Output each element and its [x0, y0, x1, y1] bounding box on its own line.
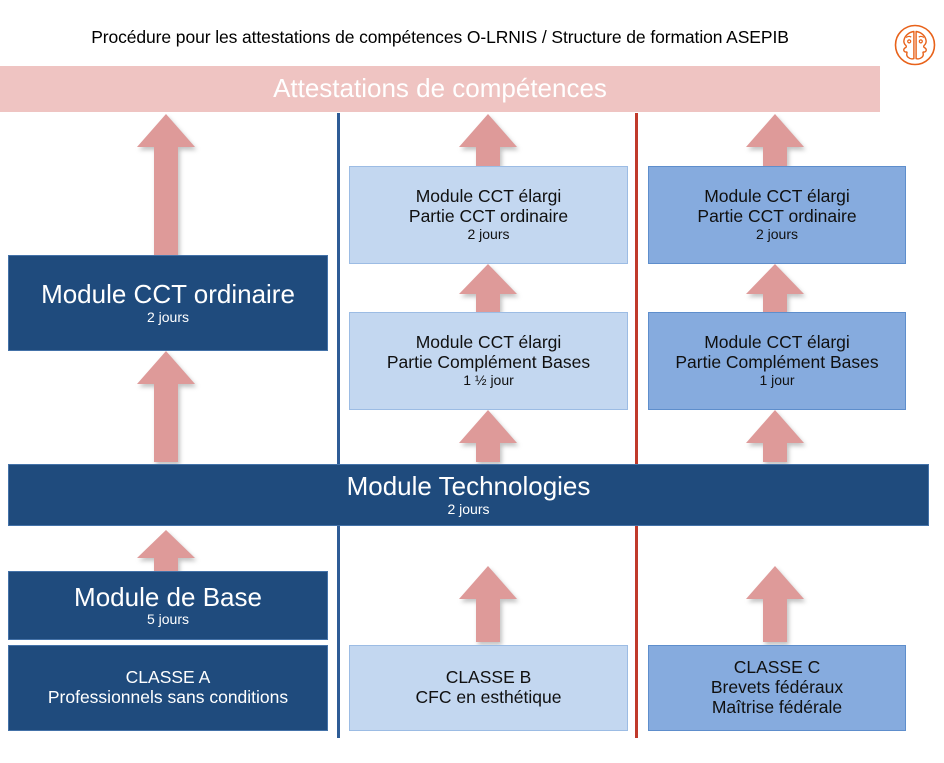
module-line-1: Module CCT élargi: [415, 332, 562, 353]
module-technologies[interactable]: Module Technologies 2 jours: [8, 464, 929, 526]
up-arrow-icon-c-tech-to-bases: [746, 410, 804, 462]
module-line-1: Module CCT élargi: [704, 186, 850, 207]
column-divider-bc: [635, 113, 638, 738]
module-duration: 2 jours: [146, 308, 190, 325]
column-divider-ab: [337, 113, 340, 738]
module-cct-elargi-bases-c[interactable]: Module CCT élargi Partie Complément Base…: [648, 312, 906, 410]
module-duration: 5 jours: [146, 611, 190, 628]
module-title: Module Technologies: [346, 471, 591, 502]
module-title: Module de Base: [74, 581, 262, 612]
up-arrow-icon-c-bases-to-ordinaire: [746, 264, 804, 312]
up-arrow-icon-b-class-to-tech: [459, 566, 517, 642]
class-subtitle-line-2: Maîtrise fédérale: [711, 696, 843, 717]
class-box-a[interactable]: CLASSE A Professionnels sans conditions: [8, 645, 328, 731]
class-subtitle-line-1: Brevets fédéraux: [710, 677, 844, 698]
module-cct-elargi-ordinaire-c[interactable]: Module CCT élargi Partie CCT ordinaire 2…: [648, 166, 906, 264]
up-arrow-icon-c-class-to-tech: [746, 566, 804, 642]
class-title: CLASSE C: [733, 657, 821, 678]
module-line-1: Module CCT élargi: [704, 332, 850, 353]
module-duration: 2 jours: [755, 225, 799, 242]
up-arrow-icon-b-tech-to-bases: [459, 410, 517, 462]
module-cct-elargi-bases-b[interactable]: Module CCT élargi Partie Complément Base…: [349, 312, 628, 410]
up-arrow-icon-b-bases-to-ordinaire: [459, 264, 517, 312]
module-duration: 1 ½ jour: [463, 371, 514, 388]
class-title: CLASSE A: [125, 667, 211, 688]
up-arrow-icon-b-to-header: [459, 114, 517, 166]
up-arrow-icon-a-tech-to-ordinaire: [137, 351, 195, 462]
module-line-2: Partie Complément Bases: [386, 352, 591, 373]
class-subtitle-line-1: Professionnels sans conditions: [47, 687, 289, 707]
class-title: CLASSE B: [445, 667, 532, 688]
module-duration: 2 jours: [467, 225, 510, 242]
module-cct-ordinaire[interactable]: Module CCT ordinaire 2 jours: [8, 255, 328, 351]
class-subtitle-line-1: CFC en esthétique: [415, 687, 562, 707]
module-cct-elargi-ordinaire-b[interactable]: Module CCT élargi Partie CCT ordinaire 2…: [349, 166, 628, 264]
module-de-base[interactable]: Module de Base 5 jours: [8, 571, 328, 640]
class-box-c[interactable]: CLASSE C Brevets fédéraux Maîtrise fédér…: [648, 645, 906, 731]
module-duration: 2 jours: [447, 500, 490, 517]
page-title: Procédure pour les attestations de compé…: [91, 27, 789, 47]
up-arrow-icon-a-base-to-tech: [137, 530, 195, 574]
module-line-2: Partie CCT ordinaire: [697, 206, 857, 227]
attestations-header-label: Attestations de compétences: [273, 73, 607, 104]
up-arrow-icon-a-to-header: [137, 114, 195, 260]
asepib-two-faces-logo: [893, 23, 937, 67]
attestations-header-bar: Attestations de compétences: [0, 66, 880, 112]
up-arrow-icon-c-to-header: [746, 114, 804, 166]
module-title: Module CCT ordinaire: [41, 279, 295, 310]
module-line-1: Module CCT élargi: [415, 186, 562, 207]
module-line-2: Partie Complément Bases: [675, 352, 879, 373]
class-box-b[interactable]: CLASSE B CFC en esthétique: [349, 645, 628, 731]
module-duration: 1 jour: [759, 371, 795, 388]
module-line-2: Partie CCT ordinaire: [408, 206, 569, 227]
